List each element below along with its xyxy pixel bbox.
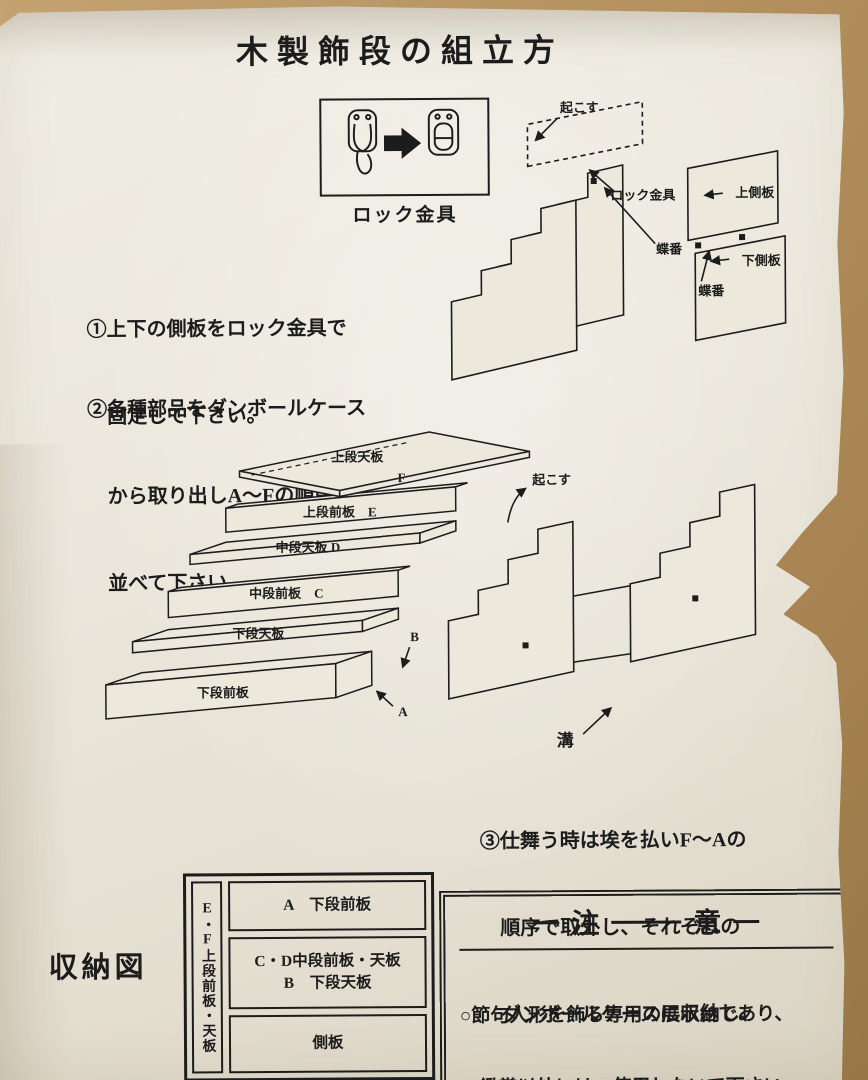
board-labels: 上段天板 F 上段前板 E 中段天板 D 中段前板 C 下段天板 下段前板 B … <box>195 449 419 720</box>
label-upper-side-panel: 上側板 <box>735 185 775 200</box>
label-e: 上段前板 E <box>303 504 377 519</box>
storage-shelf-2-line2: B 下段天板 <box>283 974 372 992</box>
label-d: 中段天板 D <box>276 540 341 555</box>
arrow-right-icon <box>384 128 421 159</box>
caution-line-1: ○節句人形を飾る専用の展示台であり、 <box>459 1003 794 1027</box>
right-stepped-panel <box>630 484 756 661</box>
diagram-labels: 起こす 溝 <box>531 472 574 750</box>
storage-shelf-2: C・D中段前板・天板 B 下段天板 <box>228 936 426 1009</box>
caution-title-right-char: 意 <box>693 908 722 940</box>
right-side-panel-pair <box>688 151 786 341</box>
label-a-front: 下段前板 <box>197 685 250 700</box>
instruction-sheet: 木製飾段の組立方 ロック金具 <box>0 3 868 1080</box>
storage-shelf-2-line1: C・D中段前板・天板 <box>254 951 401 970</box>
side-panels-unfolded-diagram: 起こす ロック金具 上側板 蝶番 下側板 蝶番 <box>442 93 829 425</box>
diagram-labels: 起こす ロック金具 上側板 蝶番 下側板 蝶番 <box>559 99 782 299</box>
lock-fastener-inset-diagram <box>319 98 490 197</box>
label-b-top: 下段天板 <box>232 626 285 641</box>
stepped-panels <box>448 484 756 698</box>
board-f-upper-top <box>239 431 529 497</box>
mizo-arrow <box>583 708 611 734</box>
board-b-lower-top <box>132 608 398 653</box>
label-f: F <box>398 470 406 485</box>
side-panels-assembled-diagram: 起こす 溝 <box>429 463 801 765</box>
storage-shelf-1: A 下段前板 <box>228 880 426 931</box>
title-rule-right <box>733 919 759 922</box>
board-d-middle-top <box>190 521 456 565</box>
label-a: A <box>398 704 408 719</box>
cross-rail-bottom <box>574 654 631 662</box>
caution-text: ○節句人形を飾る専用の展示台であり、 鑑賞以外には、使用しないで下さい。 ○組み… <box>459 954 868 1080</box>
board-c-middle-front <box>168 566 410 617</box>
okosu-arrow <box>508 488 526 522</box>
title-rule-middle <box>611 920 681 923</box>
cross-rail-top <box>573 586 630 596</box>
hinge-marks <box>522 595 698 648</box>
closed-latch-icon <box>429 110 459 155</box>
upper-side-panel <box>688 151 779 241</box>
staircase-exploded-diagram: 上段天板 F 上段前板 E 中段天板 D 中段前板 C 下段天板 下段前板 B … <box>89 424 551 747</box>
label-lock-fastener: ロック金具 <box>610 187 675 202</box>
storage-figure-title: 収納図 <box>48 951 148 985</box>
storage-diagram: E・F上段前板・天板 A 下段前板 C・D中段前板・天板 B 下段天板 側板 <box>183 872 435 1080</box>
left-stepped-panel <box>448 522 574 699</box>
step2-line1: ②各種部品をダンボールケース <box>87 397 367 422</box>
pointer-arrows <box>535 117 729 282</box>
label-f-top: 上段天板 <box>331 449 384 464</box>
storage-side-column: E・F上段前板・天板 <box>191 881 223 1073</box>
label-okosu: 起こす <box>559 100 599 115</box>
staircase-boards <box>104 431 531 719</box>
label-okosu: 起こす <box>531 472 571 487</box>
raised-upper-panel-outline <box>527 102 642 167</box>
step3-line1: ③仕舞う時は埃を払いF〜Aの <box>479 829 747 853</box>
label-c: 中段前板 C <box>249 586 323 601</box>
label-hinge-top: 蝶番 <box>656 241 683 256</box>
page-title: 木製飾段の組立方 <box>235 32 565 71</box>
left-side-panel-pair <box>450 102 644 380</box>
pointer-arrows <box>377 647 410 706</box>
label-hinge-bottom: 蝶番 <box>698 283 725 298</box>
storage-shelf-3: 側板 <box>229 1014 427 1073</box>
caution-title: 注 意 <box>459 899 834 951</box>
board-a-lower-front <box>106 651 372 719</box>
title-rule-left <box>533 921 559 924</box>
label-b: B <box>410 629 419 644</box>
caution-title-left-char: 注 <box>571 908 600 941</box>
storage-shelves: A 下段前板 C・D中段前板・天板 B 下段天板 側板 <box>228 880 427 1073</box>
label-lower-side-panel: 下側板 <box>742 253 782 268</box>
label-mizo: 溝 <box>557 730 574 750</box>
caution-section: 注 意 ○節句人形を飾る専用の展示台であり、 鑑賞以外には、使用しないで下さい。… <box>439 888 868 1080</box>
caution-line-2: 鑑賞以外には、使用しないで下さい。 <box>460 1074 867 1080</box>
front-stepped-panel <box>451 200 577 380</box>
open-latch-icon <box>349 110 377 173</box>
